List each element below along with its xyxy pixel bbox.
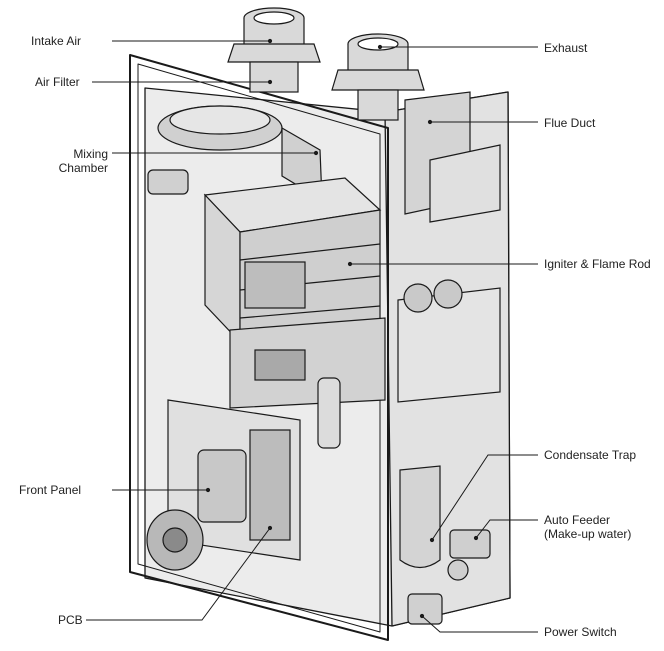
label-mixing-chamber-line2: Chamber — [58, 161, 108, 175]
leader-power-switch — [421, 615, 538, 633]
auto-feeder-valve — [447, 529, 491, 581]
side-brackets — [397, 279, 501, 403]
power-switch-part — [407, 593, 443, 625]
front-frame — [129, 54, 389, 641]
label-intake-air: Intake Air — [31, 34, 82, 48]
exhaust-pipe — [331, 33, 425, 121]
flue-duct-part — [404, 91, 501, 223]
condensate-trap-part — [399, 465, 441, 569]
leader-condensate-trap — [431, 454, 538, 541]
label-front-panel: Front Panel — [19, 483, 82, 497]
label-igniter-flame-rod: Igniter & Flame Rod — [544, 257, 651, 271]
label-mixing-chamber-line1: Mixing — [73, 147, 108, 161]
label-mixing-chamber: Mixing Chamber — [28, 147, 108, 175]
pump — [146, 509, 204, 571]
label-auto-feeder-line2: (Make-up water) — [544, 527, 632, 541]
burner-assembly — [229, 317, 386, 449]
leader-pcb — [86, 527, 271, 621]
label-condensate-trap: Condensate Trap — [544, 448, 637, 462]
intake-pipe — [227, 7, 321, 93]
label-auto-feeder: Auto Feeder (Make-up water) — [544, 513, 631, 541]
label-power-switch: Power Switch — [544, 625, 617, 639]
label-exhaust: Exhaust — [544, 41, 588, 55]
heat-exchanger — [203, 177, 382, 344]
leader-auto-feeder — [475, 519, 538, 539]
label-air-filter: Air Filter — [35, 75, 80, 89]
label-flue-duct: Flue Duct — [544, 116, 596, 130]
pcb-board — [167, 399, 301, 561]
label-pcb: PCB — [58, 613, 83, 627]
leader-lines — [86, 38, 538, 633]
label-auto-feeder-line1: Auto Feeder — [544, 513, 611, 527]
